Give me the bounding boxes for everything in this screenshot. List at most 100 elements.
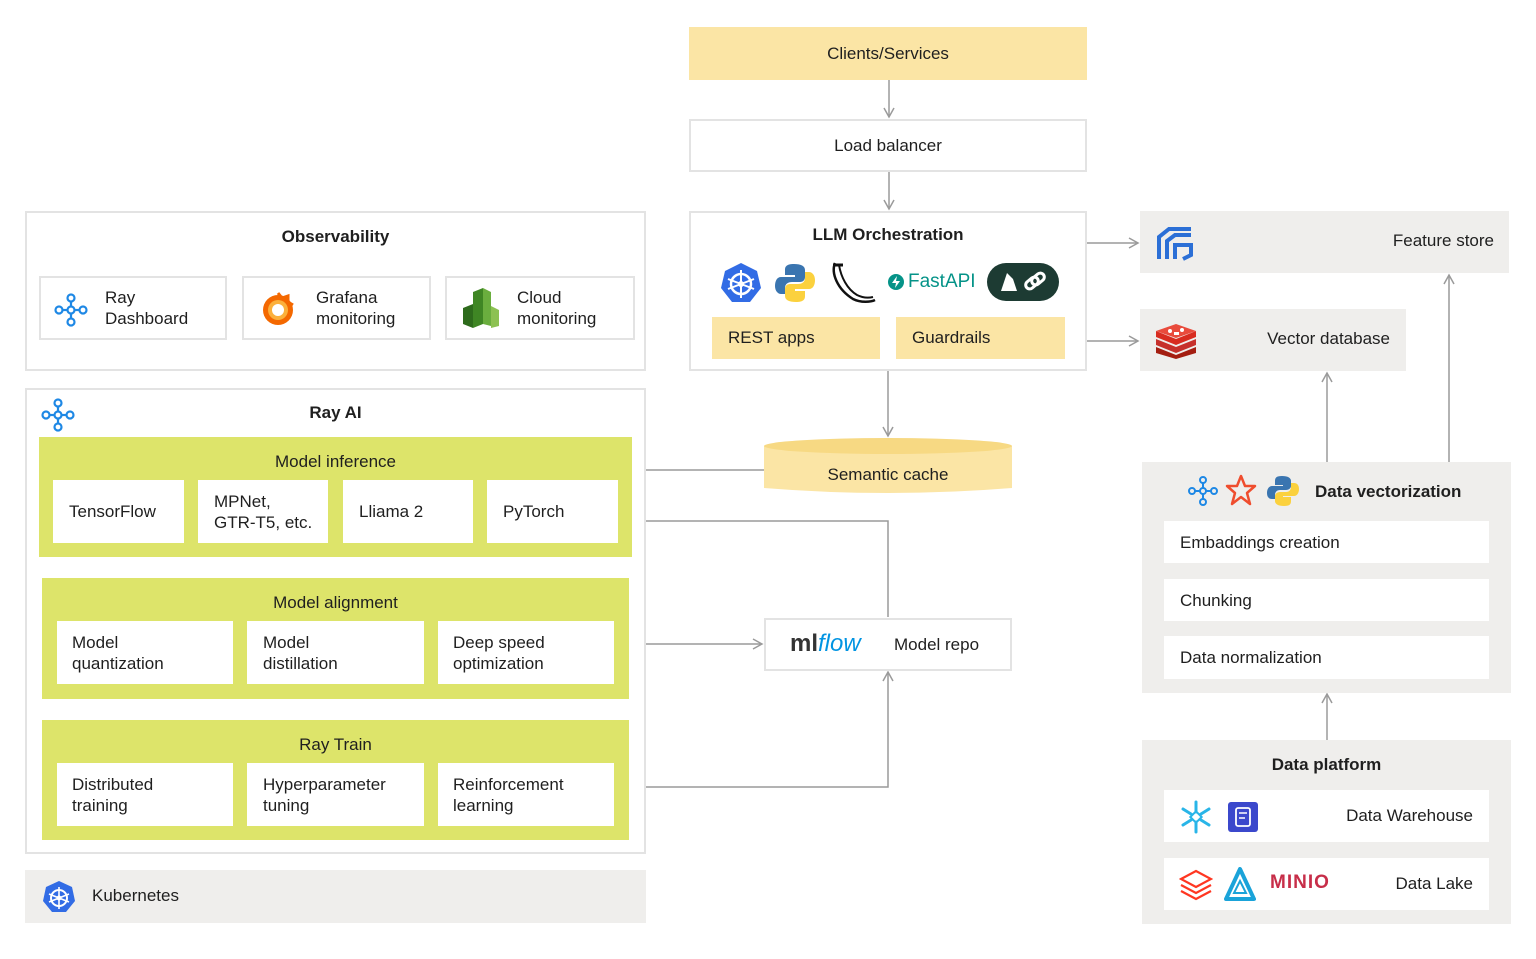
- ray-dashboard-label-1: Ray: [105, 288, 136, 307]
- langchain-icon: [987, 263, 1059, 301]
- observability-title: Observability: [281, 227, 390, 246]
- deep-speed-label-1: Deep speed: [453, 632, 545, 652]
- langchain-glyph: [1001, 271, 1046, 291]
- ray-ai-title: Ray AI: [309, 403, 362, 422]
- arrow-lake-icon: [1224, 867, 1256, 901]
- grafana-card: Grafana monitoring: [242, 276, 431, 340]
- python-icon: [775, 264, 815, 302]
- cloud-monitoring-label-1: Cloud: [517, 288, 562, 307]
- grafana-label-1: Grafana: [316, 288, 378, 307]
- python-icon: [1267, 476, 1299, 506]
- semantic-cache-box: Semantic cache: [764, 436, 1012, 496]
- arrow-train-to-repo: [630, 670, 894, 788]
- cloud-monitoring-icon: [463, 288, 499, 328]
- feature-store-box: Feature store: [1140, 211, 1509, 273]
- model-alignment-title: Model alignment: [273, 593, 398, 612]
- distributed-label-2: training: [72, 795, 128, 815]
- fastapi-icon: [888, 274, 904, 290]
- hyperparameter-tuning-card: Hyperparameter tuning: [247, 763, 424, 826]
- rest-apps-label: REST apps: [728, 328, 815, 347]
- ray-train-box: Ray Train Distributed training Hyperpara…: [42, 720, 629, 840]
- observability-box: Observability Ray Dashboard Grafana moni…: [25, 211, 646, 371]
- mpnet-card: MPNet, GTR-T5, etc.: [198, 480, 328, 543]
- star-icon: [1225, 474, 1257, 506]
- embeddings-creation-item: Embaddings creation: [1164, 521, 1489, 563]
- data-warehouse-item: Data Warehouse: [1164, 790, 1489, 842]
- mpnet-label-1: MPNet,: [214, 491, 271, 511]
- data-warehouse-label: Data Warehouse: [1346, 806, 1473, 825]
- model-quantization-card: Model quantization: [57, 621, 233, 684]
- reinforcement-label-2: learning: [453, 795, 514, 815]
- rest-apps-box: REST apps: [712, 317, 880, 359]
- semantic-cache-label: Semantic cache: [827, 465, 949, 484]
- data-lake-label: Data Lake: [1395, 874, 1474, 893]
- model-repo-box: mlflow mlflow Model repo: [764, 618, 1012, 671]
- kubernetes-label: Kubernetes: [92, 886, 179, 905]
- ray-icon: [54, 293, 88, 327]
- tensorflow-card: TensorFlow: [53, 480, 184, 543]
- guardrails-box: Guardrails: [896, 317, 1065, 359]
- vector-database-label: Vector database: [1267, 329, 1390, 348]
- arrow-repo-to-inference: [632, 515, 889, 617]
- llm-orchestration-title: LLM Orchestration: [812, 225, 964, 244]
- distributed-label-1: Distributed: [72, 774, 154, 794]
- cache-cylinder-shape: [764, 438, 1012, 493]
- fastapi-logo: FastAPI: [888, 271, 976, 293]
- minio-logo: MINIO: [1270, 872, 1330, 893]
- feature-store-icon: [1157, 227, 1193, 261]
- chunking-label: Chunking: [1180, 590, 1252, 610]
- chunking-item: Chunking: [1164, 579, 1489, 621]
- ray-dashboard-card: Ray Dashboard: [39, 276, 227, 340]
- data-vectorization-title: Data vectorization: [1315, 482, 1462, 501]
- data-platform-box: Data platform Data Warehouse: [1142, 740, 1511, 924]
- kubernetes-icon: [43, 881, 75, 912]
- reinforcement-learning-card: Reinforcement learning: [438, 763, 614, 826]
- data-normalization-label: Data normalization: [1180, 648, 1322, 667]
- distillation-label-1: Model: [263, 632, 310, 652]
- guardrails-label: Guardrails: [912, 328, 991, 347]
- ray-train-title: Ray Train: [299, 735, 372, 754]
- kubernetes-icon: [721, 263, 761, 302]
- data-lake-item: MINIO Data Lake: [1164, 858, 1489, 910]
- mpnet-label-2: GTR-T5, etc.: [214, 512, 313, 532]
- flask-icon: [832, 262, 876, 303]
- ray-ai-icon: [41, 398, 75, 432]
- distillation-label-2: distillation: [263, 653, 338, 673]
- llama-label: Lliama 2: [359, 502, 424, 521]
- ray-dashboard-label-2: Dashboard: [105, 309, 189, 328]
- pytorch-label: PyTorch: [503, 502, 565, 521]
- kubernetes-bar: Kubernetes: [25, 870, 646, 923]
- data-vectorization-box: Data vectorization Embaddings creation C…: [1142, 462, 1511, 693]
- distributed-training-card: Distributed training: [57, 763, 233, 826]
- databricks-icon: [1179, 869, 1213, 901]
- snowflake-icon: [1181, 800, 1211, 834]
- reinforcement-label-1: Reinforcement: [453, 774, 564, 794]
- grafana-label-2: monitoring: [316, 309, 396, 328]
- redis-icon: [1156, 324, 1196, 359]
- quantization-label-1: Model: [72, 632, 119, 652]
- data-normalization-item: Data normalization: [1164, 636, 1489, 679]
- feature-store-label: Feature store: [1392, 231, 1494, 250]
- hyperparameter-label-2: tuning: [263, 795, 310, 815]
- load-balancer-label: Load balancer: [834, 135, 942, 155]
- embeddings-creation-label: Embaddings creation: [1180, 532, 1340, 552]
- clients-label: Clients/Services: [827, 43, 949, 63]
- grafana-icon: [263, 292, 294, 325]
- llama-card: Lliama 2: [343, 480, 473, 543]
- deep-speed-label-2: optimization: [453, 653, 544, 673]
- deep-speed-card: Deep speed optimization: [438, 621, 614, 684]
- hyperparameter-label-1: Hyperparameter: [263, 774, 386, 794]
- tensorflow-label: TensorFlow: [69, 502, 156, 521]
- mlflow-logo: mlflow mlflow: [790, 630, 861, 657]
- fastapi-label: FastAPI: [908, 271, 976, 292]
- vector-database-box: Vector database: [1140, 309, 1406, 371]
- data-platform-title: Data platform: [1271, 755, 1382, 774]
- quantization-label-2: quantization: [72, 653, 164, 673]
- cloud-monitoring-card: Cloud monitoring: [445, 276, 635, 340]
- pytorch-card: PyTorch: [487, 480, 618, 543]
- model-distillation-card: Model distillation: [247, 621, 424, 684]
- cloud-monitoring-label-2: monitoring: [517, 309, 597, 328]
- model-inference-title: Model inference: [275, 452, 396, 471]
- ray-icon: [1188, 476, 1218, 506]
